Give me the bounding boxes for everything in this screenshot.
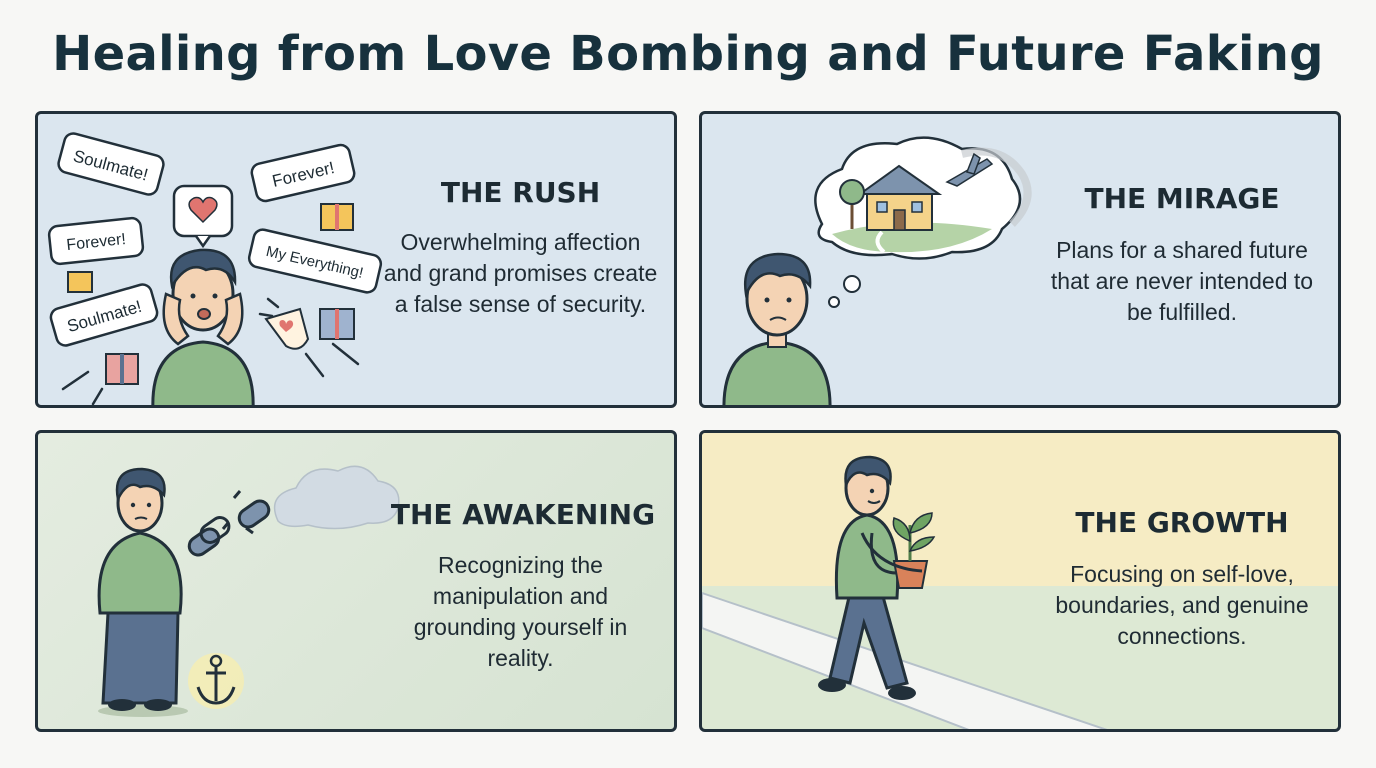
panel-the-rush: Soulmate! Forever! Forever! My Everythin…	[35, 111, 677, 408]
potted-plant-icon	[892, 512, 936, 589]
panel-the-growth: THE GROWTH Focusing on self-love, bounda…	[699, 430, 1341, 732]
panel-heading: THE RUSH	[440, 176, 601, 209]
panel-description: Focusing on self-love, boundaries, and g…	[1055, 561, 1309, 649]
panel-the-mirage: THE MIRAGE Plans for a shared future tha…	[699, 111, 1341, 408]
anchor-icon	[188, 653, 244, 709]
person-sad	[722, 252, 832, 405]
svg-text:Forever!: Forever!	[66, 231, 127, 254]
speech-bubble-forever-1: Forever!	[250, 143, 356, 203]
speech-bubble-forever-2: Forever!	[47, 216, 145, 266]
panel-heading: THE GROWTH	[1075, 506, 1289, 539]
person-excited	[151, 248, 255, 405]
speech-bubble-soulmate-2: Soulmate!	[49, 283, 159, 347]
heart-bubble-icon	[172, 184, 234, 249]
panel-description: Recognizing the manipulation and groundi…	[413, 552, 628, 671]
rush-illustration: Soulmate! Forever! Forever! My Everythin…	[47, 132, 383, 405]
person-walking-with-plant	[818, 455, 916, 700]
page-title: Healing from Love Bombing and Future Fak…	[52, 26, 1324, 82]
burning-heart-icon	[264, 307, 310, 350]
panel-description: Overwhelming affection and grand promise…	[383, 229, 658, 317]
mirage-illustration	[722, 136, 1032, 405]
growth-illustration	[702, 433, 1338, 729]
airplane-icon	[945, 152, 994, 187]
panel-description: Plans for a shared future that are never…	[1050, 237, 1314, 325]
speech-bubble-my-everything: My Everything!	[247, 228, 383, 294]
speech-bubble-soulmate-1: Soulmate!	[57, 132, 165, 196]
gift-icon	[67, 203, 355, 385]
person-standing	[97, 467, 188, 717]
awakening-illustration	[97, 465, 400, 717]
panel-the-awakening: THE AWAKENING Recognizing the manipulati…	[35, 430, 677, 732]
cloud-icon	[273, 465, 400, 530]
tree-icon	[839, 179, 865, 229]
house-icon	[856, 164, 943, 231]
panel-heading: THE MIRAGE	[1084, 182, 1280, 215]
broken-chain-icon	[187, 490, 271, 557]
panel-heading: THE AWAKENING	[390, 498, 656, 531]
